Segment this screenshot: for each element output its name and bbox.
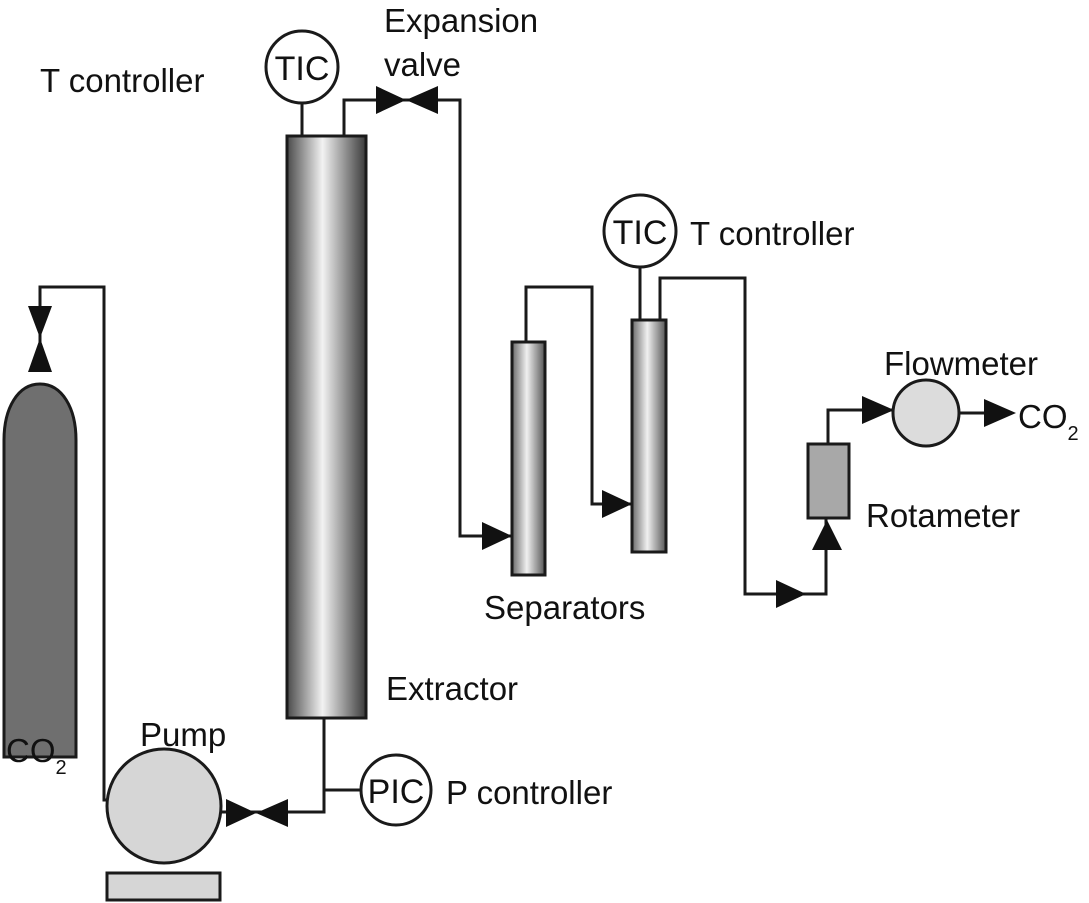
label-expansion-valve-line1: Expansion [384, 2, 538, 39]
label-t-controller-top: T controller [40, 62, 204, 99]
pump-body [105, 747, 223, 865]
cylinder-valve-icon [28, 306, 52, 372]
arrow-outlet-icon [984, 399, 1016, 427]
label-co2-cylinder: CO2 [6, 732, 67, 779]
co2-cylinder-main: CO [6, 732, 56, 769]
separator-2 [630, 318, 668, 554]
pipe-separator2-to-rotameter [658, 276, 828, 596]
arrow-into-rotameter-icon [812, 520, 842, 550]
label-co2-outlet: CO2 [1018, 398, 1079, 445]
tic-top-text: TIC [275, 50, 330, 88]
co2-cylinder [2, 382, 78, 759]
label-expansion-valve-line2: valve [384, 46, 461, 83]
pump-valve-icon [226, 799, 288, 827]
label-separators: Separators [484, 589, 645, 626]
rotameter-body [806, 442, 851, 520]
extractor-column [285, 134, 368, 720]
co2-cylinder-sub: 2 [56, 757, 67, 779]
tic-top-gauge [264, 29, 340, 105]
label-p-controller: P controller [446, 774, 612, 811]
pipe-rotameter-to-flowmeter [826, 408, 892, 444]
pump-base [105, 871, 222, 902]
arrow-to-rotameter-line-icon [776, 580, 806, 608]
pipe-extractor-to-separator [342, 98, 512, 538]
label-flowmeter: Flowmeter [884, 345, 1038, 382]
label-t-controller-right: T controller [690, 215, 854, 252]
separator-1 [510, 340, 547, 577]
tic-separator-gauge [602, 193, 678, 269]
pic-gauge [359, 753, 433, 827]
label-rotameter: Rotameter [866, 497, 1020, 534]
expansion-valve-icon [376, 86, 438, 114]
label-pump: Pump [140, 716, 226, 753]
arrow-into-separator-2-icon [602, 490, 632, 518]
label-extractor: Extractor [386, 670, 518, 707]
tic-separator-text: TIC [613, 214, 668, 252]
co2-outlet-sub: 2 [1068, 423, 1079, 445]
flowmeter-gauge [891, 378, 961, 448]
co2-outlet-main: CO [1018, 398, 1068, 435]
pic-text: PIC [368, 773, 425, 811]
arrow-into-flowmeter-icon [862, 396, 894, 424]
arrow-into-separator-1-icon [482, 522, 512, 550]
